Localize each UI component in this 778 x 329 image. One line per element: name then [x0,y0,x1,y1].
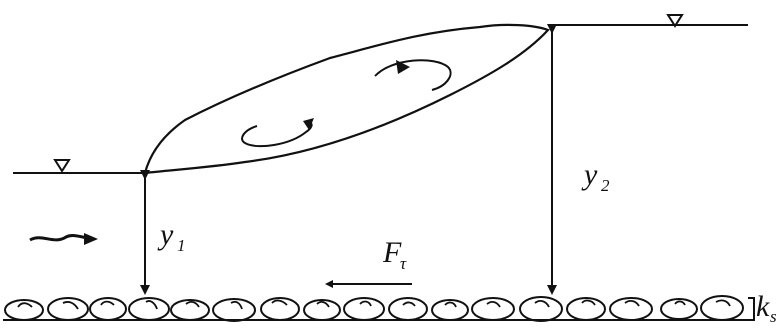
water-surface-triangle-icon [666,14,684,28]
lower-roller-arrow-icon [303,118,314,130]
bed-stone [89,297,127,321]
water-surface-triangle-icon [53,159,71,173]
flow-arrow-icon [84,233,98,245]
shear-force-label: F [382,236,402,269]
upper-roller-arc [374,59,452,91]
roughness-subscript: s [770,307,777,326]
bed-stone [660,298,698,320]
flow-wave [29,234,93,242]
bed-stone [471,297,515,321]
stone-texture [145,300,158,310]
shear-force-subscript: τ [400,254,407,273]
stone-texture [230,300,243,310]
stone-texture [359,300,372,307]
stone-texture [674,300,686,306]
downstream-depth-subscript: 2 [601,176,610,195]
bed-stone [431,299,469,321]
bed-stone [212,298,256,322]
rough-bed [3,295,755,322]
bed-stone [303,299,341,321]
stone-texture [62,301,79,310]
stone-texture [17,302,33,308]
bed-stone [170,299,210,321]
stone-texture [581,299,596,306]
stone-texture [402,301,416,307]
roughness-label: k [756,290,770,323]
stone-texture [185,300,200,308]
roughness-bracket [748,297,755,321]
stone-texture [100,300,115,306]
upstream-depth-subscript: 1 [177,236,186,255]
stone-texture [715,299,731,307]
bed-stone [566,297,606,321]
bed-stone [343,297,385,321]
stone-texture [486,300,501,308]
hydraulic-jump-outline [143,23,550,175]
bed-stone [519,296,563,322]
bed-stone [260,297,300,321]
bed-stone [4,299,44,321]
stone-texture [624,299,640,307]
stone-texture [271,299,288,306]
bed-stone [388,297,428,321]
stone-texture [444,301,457,308]
downstream-depth-label: y [581,158,598,191]
bed-stone [128,297,170,321]
stone-texture [316,300,330,308]
upper-roller-arrow-icon [396,60,410,74]
bed-stone [700,295,744,321]
stone-texture [534,300,550,308]
bed-stone [609,297,653,321]
bed-stone [47,297,89,321]
upstream-depth-label: y [157,218,174,251]
lower-roller-arc [241,121,313,148]
